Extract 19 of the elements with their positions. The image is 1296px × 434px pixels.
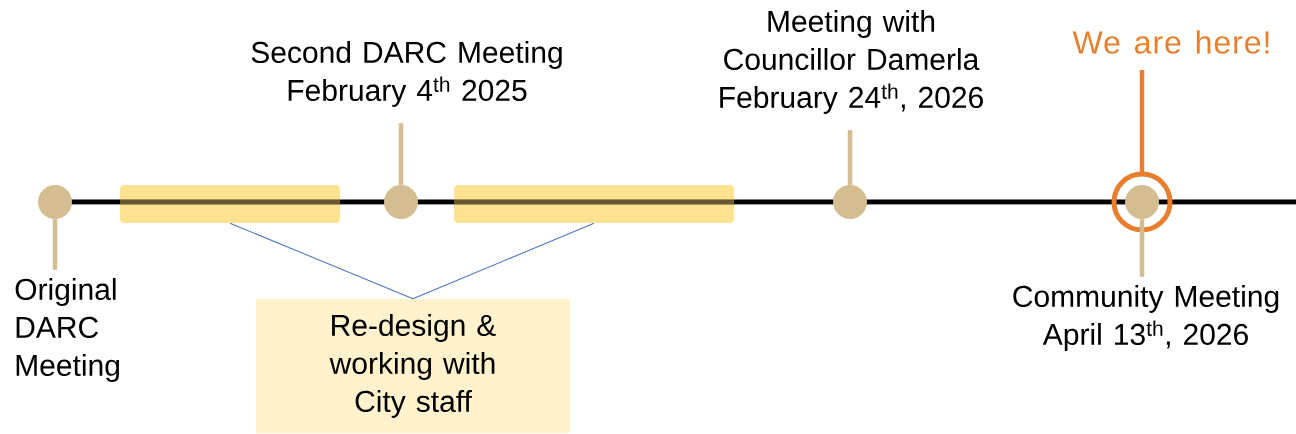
milestone-label: Community Meeting April 13$^{th}$, 2026: [1013, 285, 1279, 351]
milestone-dot: [38, 185, 72, 219]
connector-line: [1139, 69, 1145, 174]
milestone-dot: [833, 185, 867, 219]
note-box: Re-design & working with City staff: [256, 299, 570, 433]
stalk-line: [398, 123, 404, 185]
stalk-line: [52, 219, 58, 270]
milestone-label: Second DARC Meeting February 4$^{th}$ 2025: [251, 41, 562, 107]
current-milestone-dot: [1111, 171, 1173, 233]
milestone-label: Original DARC Meeting: [15, 278, 119, 382]
connector-line: [412, 222, 595, 300]
here-marker-label: We are here!: [1072, 30, 1269, 54]
stalk-line: [1139, 219, 1145, 277]
milestone-label: Meeting with Councillor Damerla February 24$^{th}$, 2026: [720, 10, 983, 114]
milestone-dot: [384, 185, 418, 219]
stalk-line: [847, 130, 853, 185]
connector-line: [229, 222, 414, 300]
period-bar: [454, 185, 734, 223]
period-bar: [120, 185, 340, 223]
